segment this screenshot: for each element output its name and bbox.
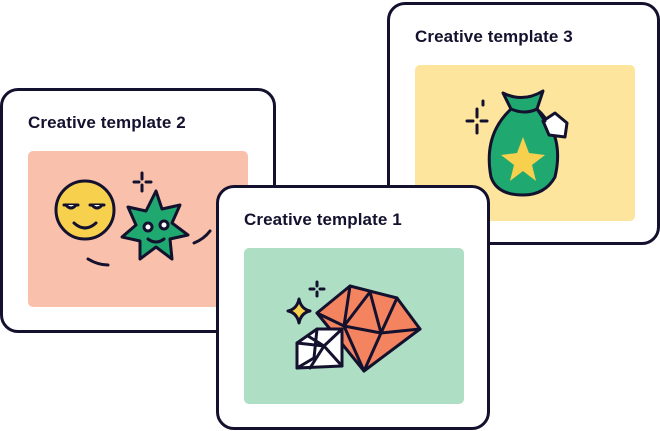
gems-illustration: [244, 248, 464, 404]
smiley-star-illustration: [28, 151, 248, 307]
card-title: Creative template 3: [415, 27, 573, 46]
card-title: Creative template 1: [244, 210, 402, 229]
template-card-1[interactable]: Creative template 1: [216, 185, 490, 430]
money-bag-illustration: [415, 65, 635, 221]
card-title: Creative template 2: [28, 113, 186, 132]
